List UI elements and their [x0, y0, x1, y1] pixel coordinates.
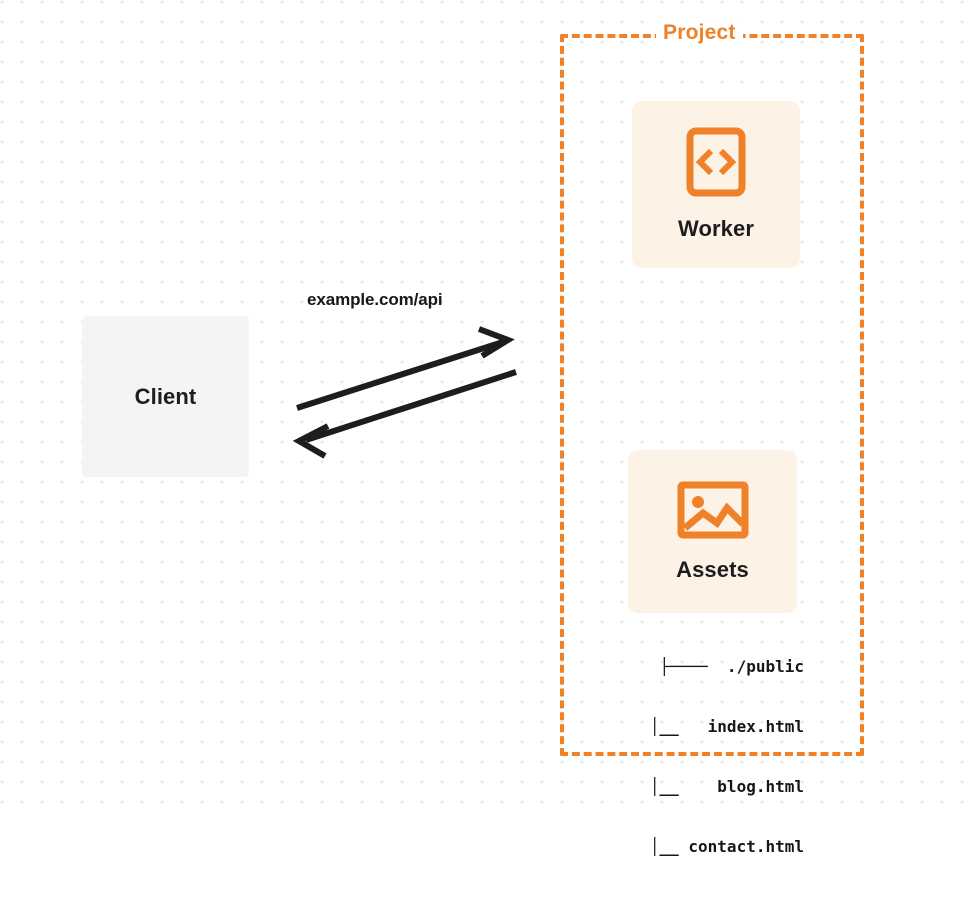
file-tree-row: ├──── ./public	[659, 657, 805, 676]
request-arrow-line	[296, 339, 504, 411]
file-tree-row: │__ contact.html	[620, 837, 804, 856]
client-node-label: Client	[134, 383, 197, 409]
client-node: Client	[82, 316, 249, 477]
worker-node: Worker	[632, 101, 800, 268]
assets-node: Assets	[628, 450, 797, 613]
worker-node-label: Worker	[678, 216, 754, 241]
file-tree-row: │__ index.html	[620, 717, 804, 736]
file-tree-row: │__ blog.html	[620, 777, 804, 796]
response-arrow-head	[292, 423, 330, 459]
response-arrow-line	[305, 369, 517, 443]
image-icon	[677, 480, 749, 545]
edge-label-example-com-api: example.com/api	[307, 290, 443, 309]
request-arrow-head	[477, 326, 515, 359]
project-container-title: Project	[656, 21, 743, 45]
diagram-canvas: Client example.com/api Project Worker	[0, 0, 980, 856]
code-brackets-icon	[686, 127, 746, 202]
assets-file-tree: ├──── ./public │__ index.html │__ blog.h…	[604, 617, 804, 897]
assets-node-label: Assets	[676, 557, 749, 582]
